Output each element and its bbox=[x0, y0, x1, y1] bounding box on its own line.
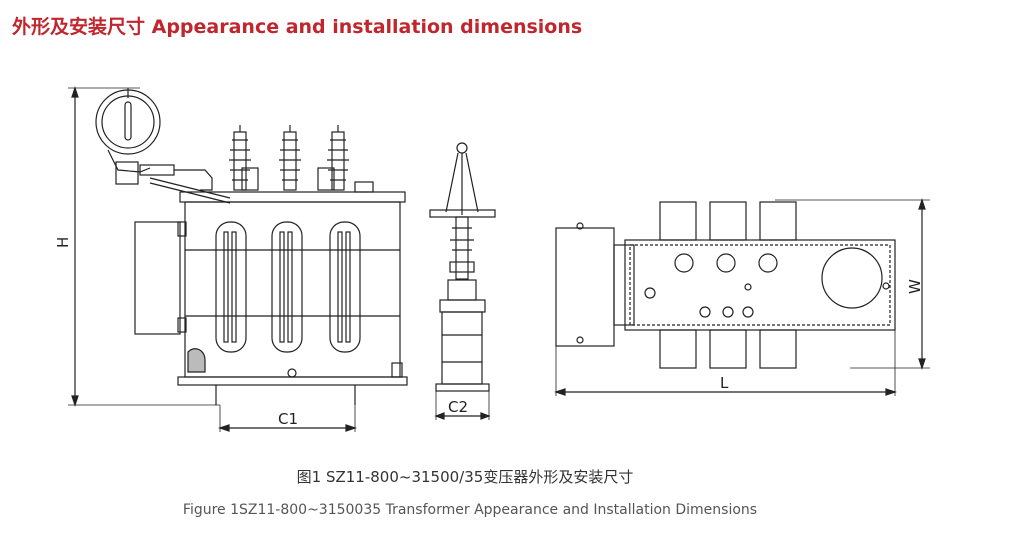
tank bbox=[134, 191, 408, 405]
front-view: H bbox=[54, 86, 408, 432]
figure-caption-english: Figure 1SZ11-800~3150035 Transformer App… bbox=[182, 502, 758, 518]
page-title: 外形及安装尺寸 Appearance and installation dime… bbox=[12, 16, 583, 38]
dimension-h-label: H bbox=[54, 237, 72, 248]
dimension-c2-label: C2 bbox=[448, 398, 468, 416]
figure-caption-chinese: 图1 SZ11-800~31500/35变压器外形及安装尺寸 bbox=[296, 468, 634, 486]
dimension-w-label: W bbox=[906, 279, 924, 294]
hv-bushings bbox=[229, 125, 374, 193]
conservator bbox=[95, 88, 231, 204]
side-view: C2 bbox=[429, 142, 496, 420]
dimension-h: H bbox=[54, 86, 220, 407]
dimension-c1: C1 bbox=[218, 405, 357, 432]
dimension-l-label: L bbox=[720, 374, 729, 392]
top-view: W L bbox=[554, 198, 930, 396]
radiator-fins bbox=[215, 221, 361, 353]
dimension-c1-label: C1 bbox=[278, 410, 298, 428]
